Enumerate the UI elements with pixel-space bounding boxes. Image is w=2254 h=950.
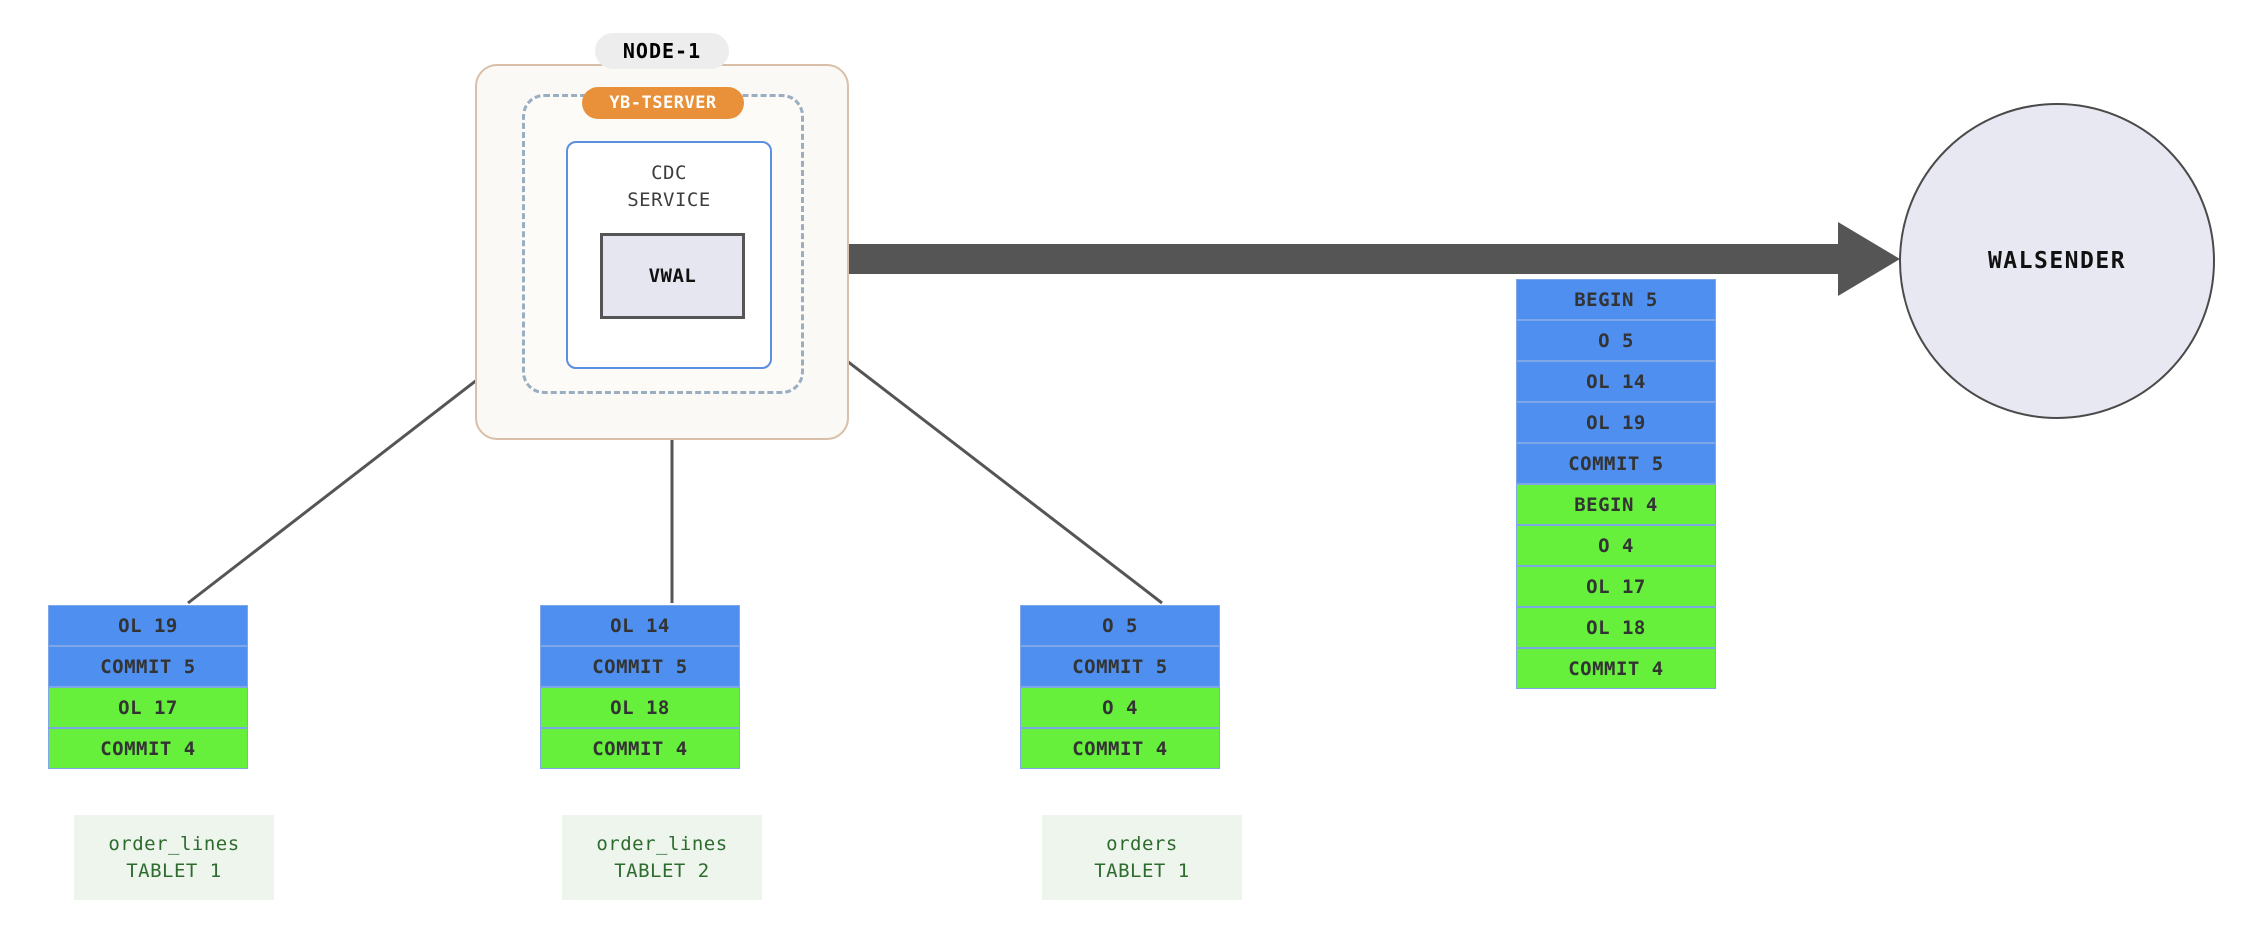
tablet-1-row: COMMIT 5 — [540, 646, 740, 687]
tablet-2-row: COMMIT 4 — [1020, 728, 1220, 769]
vwal-stream-row: O 4 — [1516, 525, 1716, 566]
vwal-stream-row: COMMIT 5 — [1516, 443, 1716, 484]
tablet-2-row: COMMIT 5 — [1020, 646, 1220, 687]
walsender-node: WALSENDER — [1899, 103, 2215, 419]
cdc-service-label: CDC SERVICE — [627, 162, 711, 211]
node-label: NODE-1 — [595, 33, 729, 69]
tablet-caption-orders-tablet-1: orders TABLET 1 — [1042, 815, 1242, 900]
tablet-0-row: OL 19 — [48, 605, 248, 646]
vwal-stream-row: OL 14 — [1516, 361, 1716, 402]
tablet-1-row: OL 14 — [540, 605, 740, 646]
tablet-1-row: COMMIT 4 — [540, 728, 740, 769]
vwal-stream-row: OL 18 — [1516, 607, 1716, 648]
tablet-caption-order-lines-tablet-2: order_lines TABLET 2 — [562, 815, 762, 900]
vwal-stream-row: BEGIN 4 — [1516, 484, 1716, 525]
arrow-vwal-to-walsender — [836, 222, 1900, 296]
vwal-stream-row: OL 17 — [1516, 566, 1716, 607]
tablet-0-row: OL 17 — [48, 687, 248, 728]
tablet-2-row: O 5 — [1020, 605, 1220, 646]
vwal-stream-row: COMMIT 4 — [1516, 648, 1716, 689]
vwal-stream-row: OL 19 — [1516, 402, 1716, 443]
tablet-0-row: COMMIT 4 — [48, 728, 248, 769]
tablet-0-row: COMMIT 5 — [48, 646, 248, 687]
tablet-caption-order-lines-tablet-1: order_lines TABLET 1 — [74, 815, 274, 900]
vwal-stream-row: O 5 — [1516, 320, 1716, 361]
tablet-1-row: OL 18 — [540, 687, 740, 728]
tablet-2-row: O 4 — [1020, 687, 1220, 728]
vwal-stream-row: BEGIN 5 — [1516, 279, 1716, 320]
vwal-box: VWAL — [600, 233, 745, 319]
yb-tserver-badge: YB-TSERVER — [582, 87, 744, 119]
